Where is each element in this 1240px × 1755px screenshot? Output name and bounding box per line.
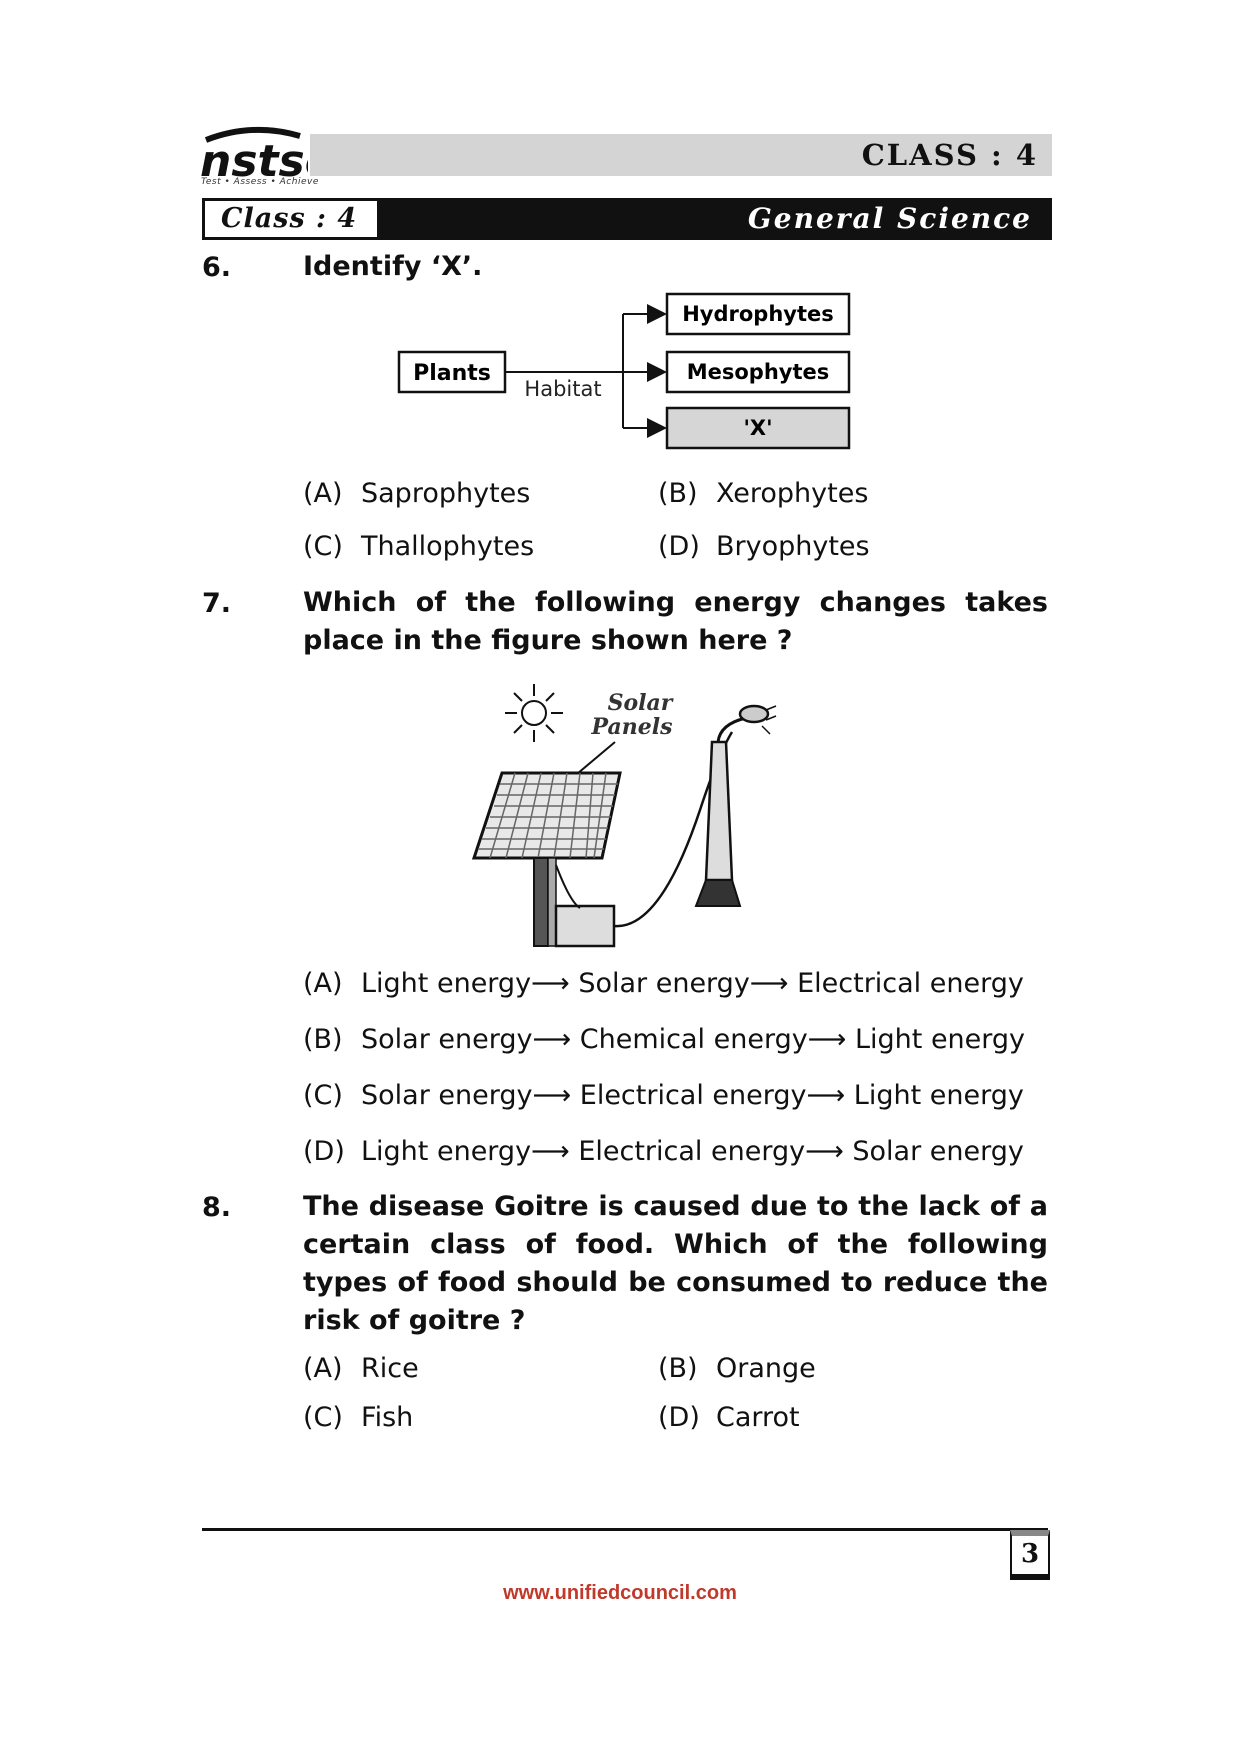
habitat-label: Habitat — [524, 377, 601, 401]
question-6-number: 6. — [202, 252, 232, 283]
option-label: (B) — [658, 478, 698, 509]
nstse-logo: nstse — [200, 126, 308, 188]
footer-rule — [202, 1528, 1048, 1531]
hydrophytes-label: Hydrophytes — [682, 302, 834, 326]
q8-option-a[interactable]: (A) Rice — [303, 1353, 419, 1384]
q7-option-a[interactable]: (A) Light energy⟶ Solar energy⟶ Electrica… — [303, 968, 1024, 999]
header-class-label: CLASS : 4 — [861, 138, 1038, 172]
q7-option-b[interactable]: (B) Solar energy⟶ Chemical energy⟶ Light … — [303, 1024, 1025, 1055]
q8-option-c[interactable]: (C) Fish — [303, 1402, 413, 1433]
question-8-text: The disease Goitre is caused due to the … — [303, 1191, 1048, 1336]
plants-label: Plants — [413, 361, 491, 386]
question-6-text: Identify ‘X’. — [303, 251, 483, 282]
option-text: Bryophytes — [716, 531, 870, 562]
mesophytes-label: Mesophytes — [687, 360, 830, 384]
subject-title: General Science — [747, 202, 1032, 235]
solar-panel — [471, 771, 622, 948]
option-text: Thallophytes — [361, 531, 535, 562]
option-text: Saprophytes — [361, 478, 531, 509]
option-label: (C) — [303, 1080, 343, 1111]
street-lamp — [694, 704, 777, 907]
q6-option-d[interactable]: (D) Bryophytes — [658, 531, 870, 562]
hydrophytes-box — [665, 292, 851, 336]
option-label: (A) — [303, 1353, 343, 1384]
option-text: Xerophytes — [716, 478, 869, 509]
option-text: Solar energy⟶ Electrical energy⟶ Light e… — [361, 1080, 1024, 1111]
option-text: Orange — [716, 1353, 816, 1384]
option-label: (D) — [658, 1402, 700, 1433]
q6-option-a[interactable]: (A) Saprophytes — [303, 478, 530, 509]
solar-caption-2: Panels — [591, 714, 673, 740]
option-text: Fish — [361, 1402, 414, 1433]
option-label: (D) — [303, 1136, 345, 1167]
option-text: Solar energy⟶ Chemical energy⟶ Light ene… — [361, 1024, 1026, 1055]
q6-option-b[interactable]: (B) Xerophytes — [658, 478, 868, 509]
option-label: (B) — [658, 1353, 698, 1384]
q6-option-c[interactable]: (C) Thallophytes — [303, 531, 534, 562]
solar-caption-1: Solar — [608, 690, 674, 716]
q8-option-b[interactable]: (B) Orange — [658, 1353, 816, 1384]
option-label: (B) — [303, 1024, 343, 1055]
habitat-diagram: Plants Habitat Hydrophytes Mesophytes 'X… — [397, 292, 851, 450]
question-7-number: 7. — [202, 588, 232, 619]
option-label: (A) — [303, 478, 343, 509]
question-8-number: 8. — [202, 1192, 232, 1223]
option-label: (C) — [303, 531, 343, 562]
x-box — [665, 406, 851, 450]
q7-option-c[interactable]: (C) Solar energy⟶ Electrical energy⟶ Ligh… — [303, 1080, 1024, 1111]
sun-icon — [505, 684, 563, 742]
option-text: Light energy⟶ Solar energy⟶ Electrical e… — [361, 968, 1024, 999]
solar-panel-figure: Solar Panels — [471, 684, 777, 948]
option-label: (C) — [303, 1402, 343, 1433]
option-label: (A) — [303, 968, 343, 999]
option-text: Rice — [361, 1353, 419, 1384]
option-text: Light energy⟶ Electrical energy⟶ Solar e… — [361, 1136, 1024, 1167]
q8-option-d[interactable]: (D) Carrot — [658, 1402, 800, 1433]
footer-url[interactable]: www.unifiedcouncil.com — [503, 1582, 737, 1604]
x-label: 'X' — [743, 416, 772, 440]
q7-option-d[interactable]: (D) Light energy⟶ Electrical energy⟶ Sola… — [303, 1136, 1024, 1167]
logo-tagline: Test • Assess • Achieve — [201, 177, 319, 187]
mesophytes-box — [665, 350, 851, 394]
question-7-text: Which of the following energy changes ta… — [303, 587, 1048, 656]
class-box: Class : 4 — [205, 201, 377, 237]
option-label: (D) — [658, 531, 700, 562]
logo-text: nstse — [200, 136, 308, 182]
option-text: Carrot — [716, 1402, 800, 1433]
page-number: 3 — [1010, 1530, 1050, 1580]
header-class-bar: CLASS : 4 — [310, 134, 1052, 176]
